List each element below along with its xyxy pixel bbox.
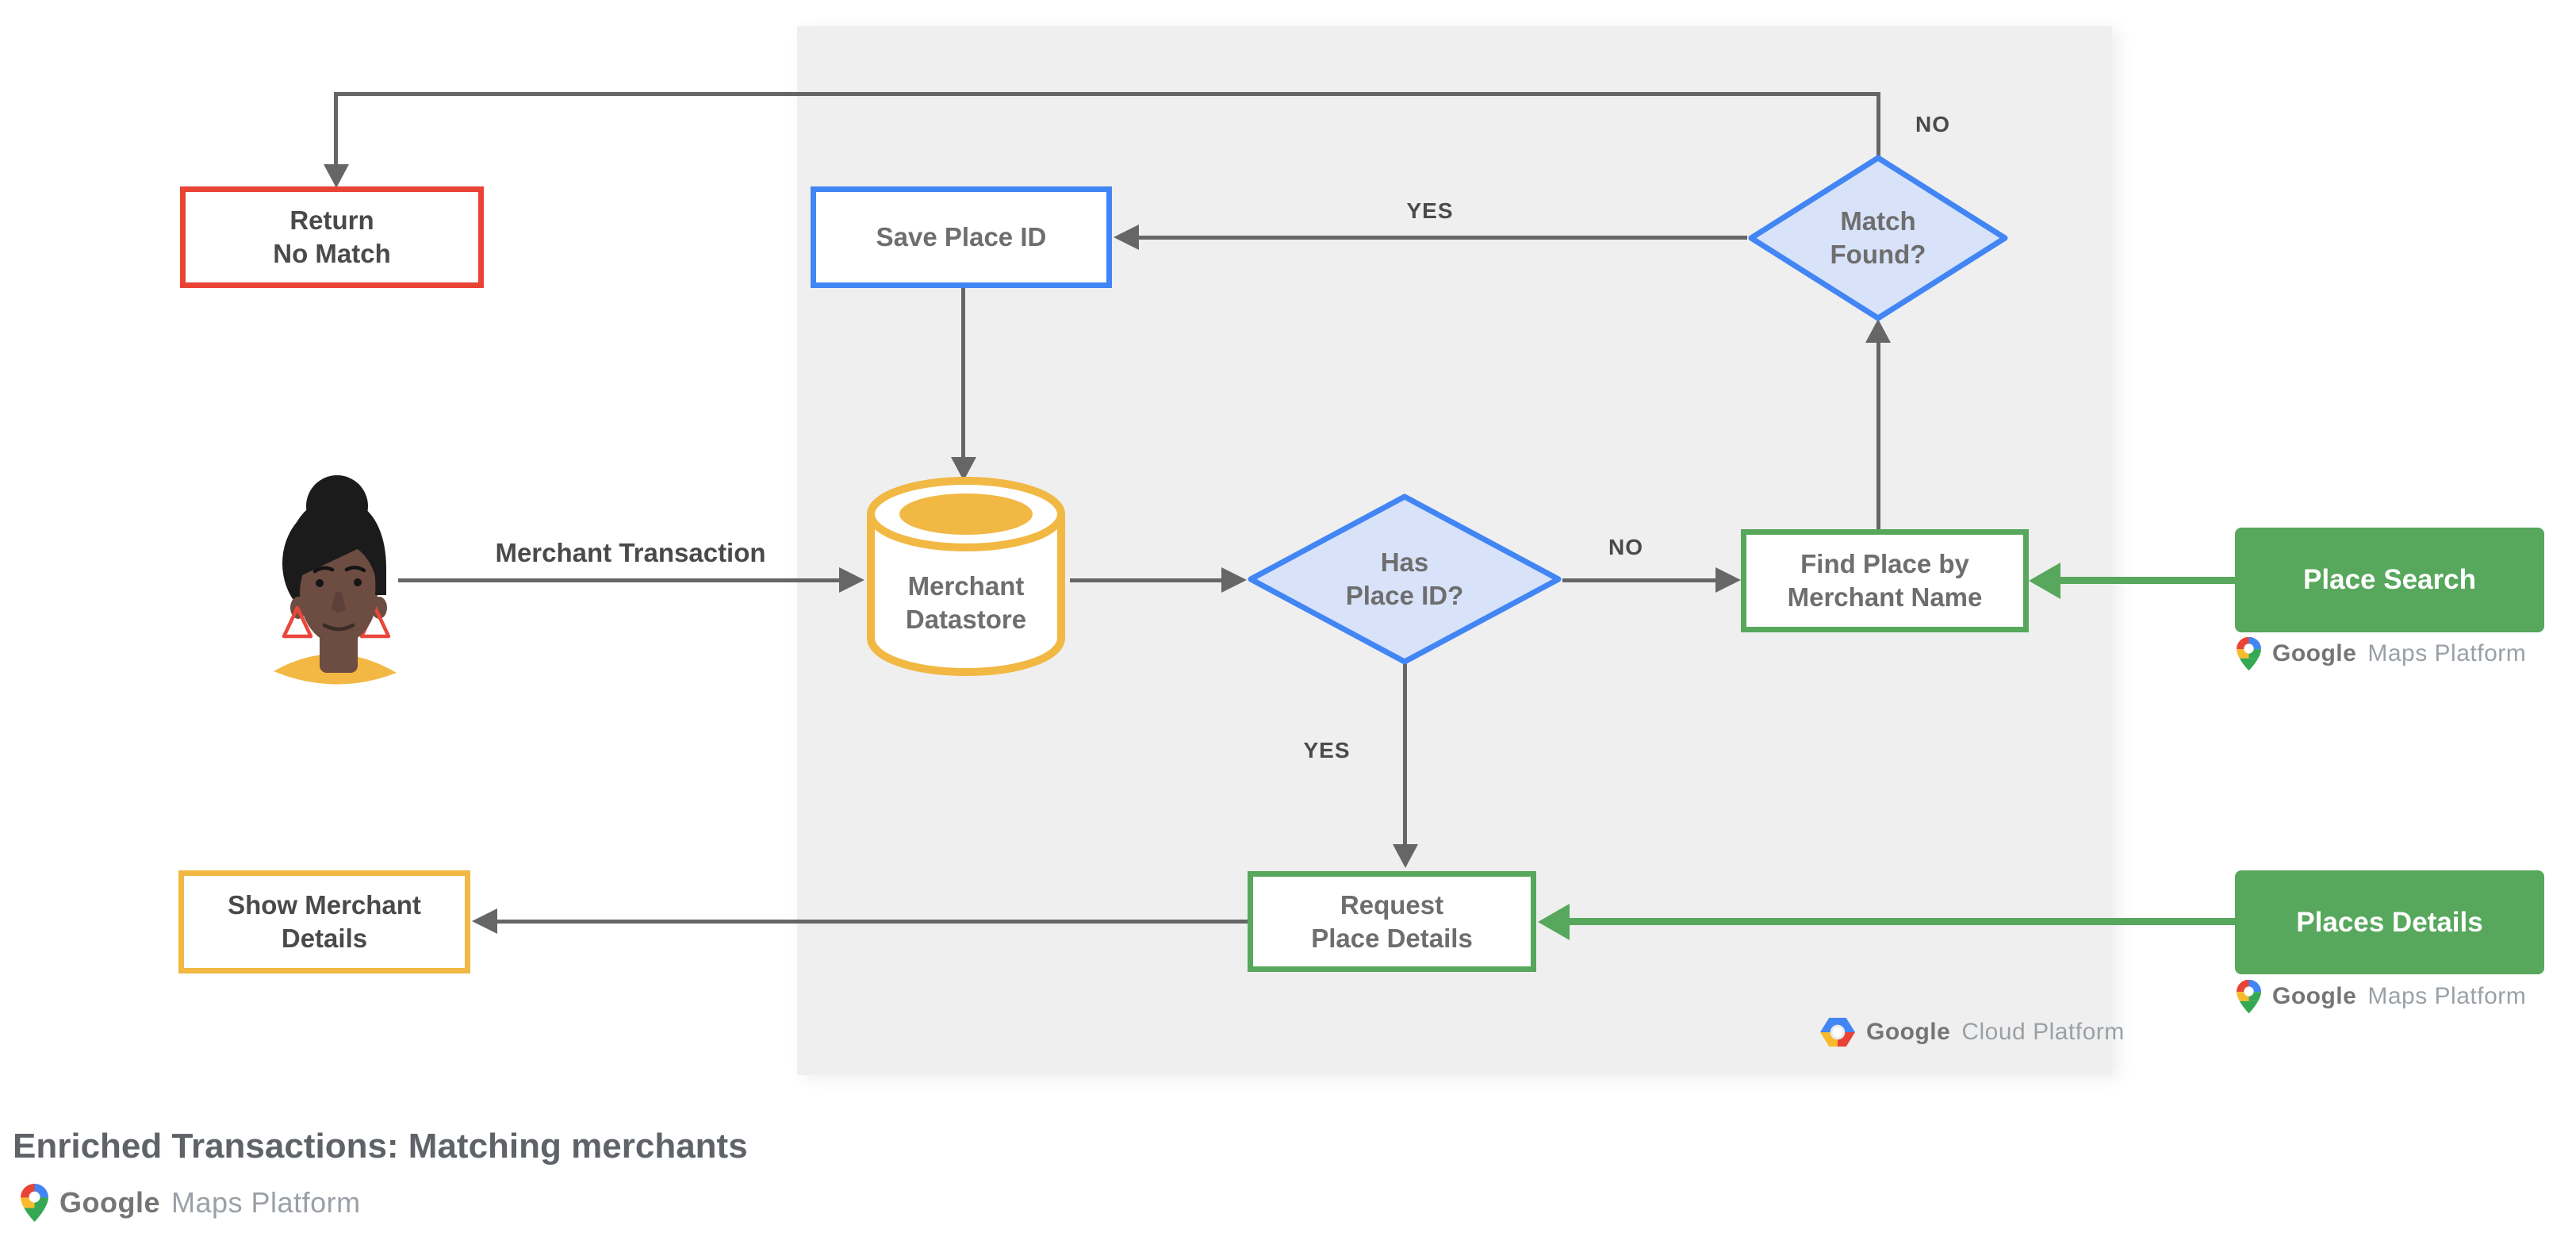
edge-datastore-to-hasplaceid-line xyxy=(1070,578,1225,582)
logo-product-name: Maps Platform xyxy=(2367,640,2527,666)
node-merchant-datastore-label: Merchant Datastore xyxy=(905,571,1027,634)
logo-google-wordmark: Google xyxy=(59,1186,160,1219)
edge-matchfound-no-drop xyxy=(334,92,338,164)
edge-hasplaceid-yes-line xyxy=(1403,662,1407,844)
diamond-shape-icon xyxy=(1748,155,2008,321)
decision-has-place-id xyxy=(1247,493,1562,666)
label-matchfound-yes: YES xyxy=(1406,198,1454,223)
node-save-place-id: Save Place ID xyxy=(811,186,1112,288)
decision-has-place-id-label: Has Place ID? xyxy=(1345,547,1464,610)
api-places-details: Places Details xyxy=(2235,870,2544,974)
edge-matchfound-yes-arrowhead xyxy=(1114,225,1139,250)
diagram-title: Enriched Transactions: Matching merchant… xyxy=(13,1127,748,1166)
edge-datastore-to-hasplaceid-arrowhead xyxy=(1221,567,1247,593)
edge-hasplaceid-no-line xyxy=(1562,578,1717,582)
gcp-logo: Google Cloud Platform xyxy=(1820,1017,2125,1047)
edge-matchfound-yes-line xyxy=(1139,236,1747,240)
person-icon xyxy=(274,475,397,685)
edge-matchfound-no-top-line xyxy=(334,92,1880,96)
api-place-search: Place Search xyxy=(2235,528,2544,632)
user-avatar xyxy=(274,474,397,686)
edge-matchfound-no-arrowhead xyxy=(324,164,349,188)
edge-placesearch-to-findplace-arrowhead xyxy=(2029,563,2060,599)
label-hasplaceid-no: NO xyxy=(1608,535,1643,559)
node-return-no-match: Return No Match xyxy=(180,186,484,288)
gmp-logo-footer: Google Maps Platform xyxy=(21,1184,361,1222)
logo-google-wordmark: Google xyxy=(2272,983,2357,1009)
edge-placesdetails-to-request-arrowhead xyxy=(1538,904,1570,940)
diamond-shape-icon xyxy=(1248,494,1562,665)
cloud-hexagon-icon xyxy=(1820,1017,1855,1047)
logo-google-wordmark: Google xyxy=(2272,640,2357,666)
logo-google-wordmark: Google xyxy=(1866,1019,1951,1045)
edge-merchant-transaction-line xyxy=(398,578,842,582)
gmp-logo-places-details: Google Maps Platform xyxy=(2237,979,2526,1014)
gmp-logo-place-search: Google Maps Platform xyxy=(2237,636,2526,671)
node-request-place-details: Request Place Details xyxy=(1248,871,1536,972)
decision-match-found-label: Match Found? xyxy=(1830,206,1926,269)
edge-merchant-transaction-arrowhead xyxy=(839,567,864,593)
edge-placesdetails-to-request-line xyxy=(1570,918,2237,925)
maps-pin-icon xyxy=(2237,979,2261,1014)
maps-pin-icon xyxy=(21,1184,48,1222)
edge-findplace-to-matchfound-arrowhead xyxy=(1865,319,1891,343)
edge-matchfound-no-riser xyxy=(1876,92,1880,159)
edge-save-to-datastore-line xyxy=(961,286,965,457)
node-merchant-datastore xyxy=(866,476,1066,676)
node-find-place-by-merchant-name: Find Place by Merchant Name xyxy=(1741,529,2029,632)
edge-request-to-show-arrowhead xyxy=(472,908,497,934)
edge-request-to-show-line xyxy=(497,920,1248,924)
node-show-merchant-details: Show Merchant Details xyxy=(178,870,470,974)
logo-product-name: Cloud Platform xyxy=(1961,1019,2125,1045)
decision-match-found xyxy=(1747,154,2009,322)
label-hasplaceid-yes: YES xyxy=(1303,738,1351,762)
maps-pin-icon xyxy=(2237,636,2261,671)
edge-findplace-to-matchfound-line xyxy=(1876,343,1880,531)
edge-hasplaceid-yes-arrowhead xyxy=(1393,844,1418,868)
edge-save-to-datastore-arrowhead xyxy=(951,457,976,481)
logo-product-name: Maps Platform xyxy=(171,1186,361,1219)
label-matchfound-no: NO xyxy=(1915,112,1950,136)
label-merchant-transaction: Merchant Transaction xyxy=(495,538,766,567)
edge-hasplaceid-no-arrowhead xyxy=(1715,567,1741,593)
database-cylinder-icon xyxy=(867,477,1065,676)
edge-placesearch-to-findplace-line xyxy=(2060,577,2237,584)
logo-product-name: Maps Platform xyxy=(2367,983,2527,1009)
